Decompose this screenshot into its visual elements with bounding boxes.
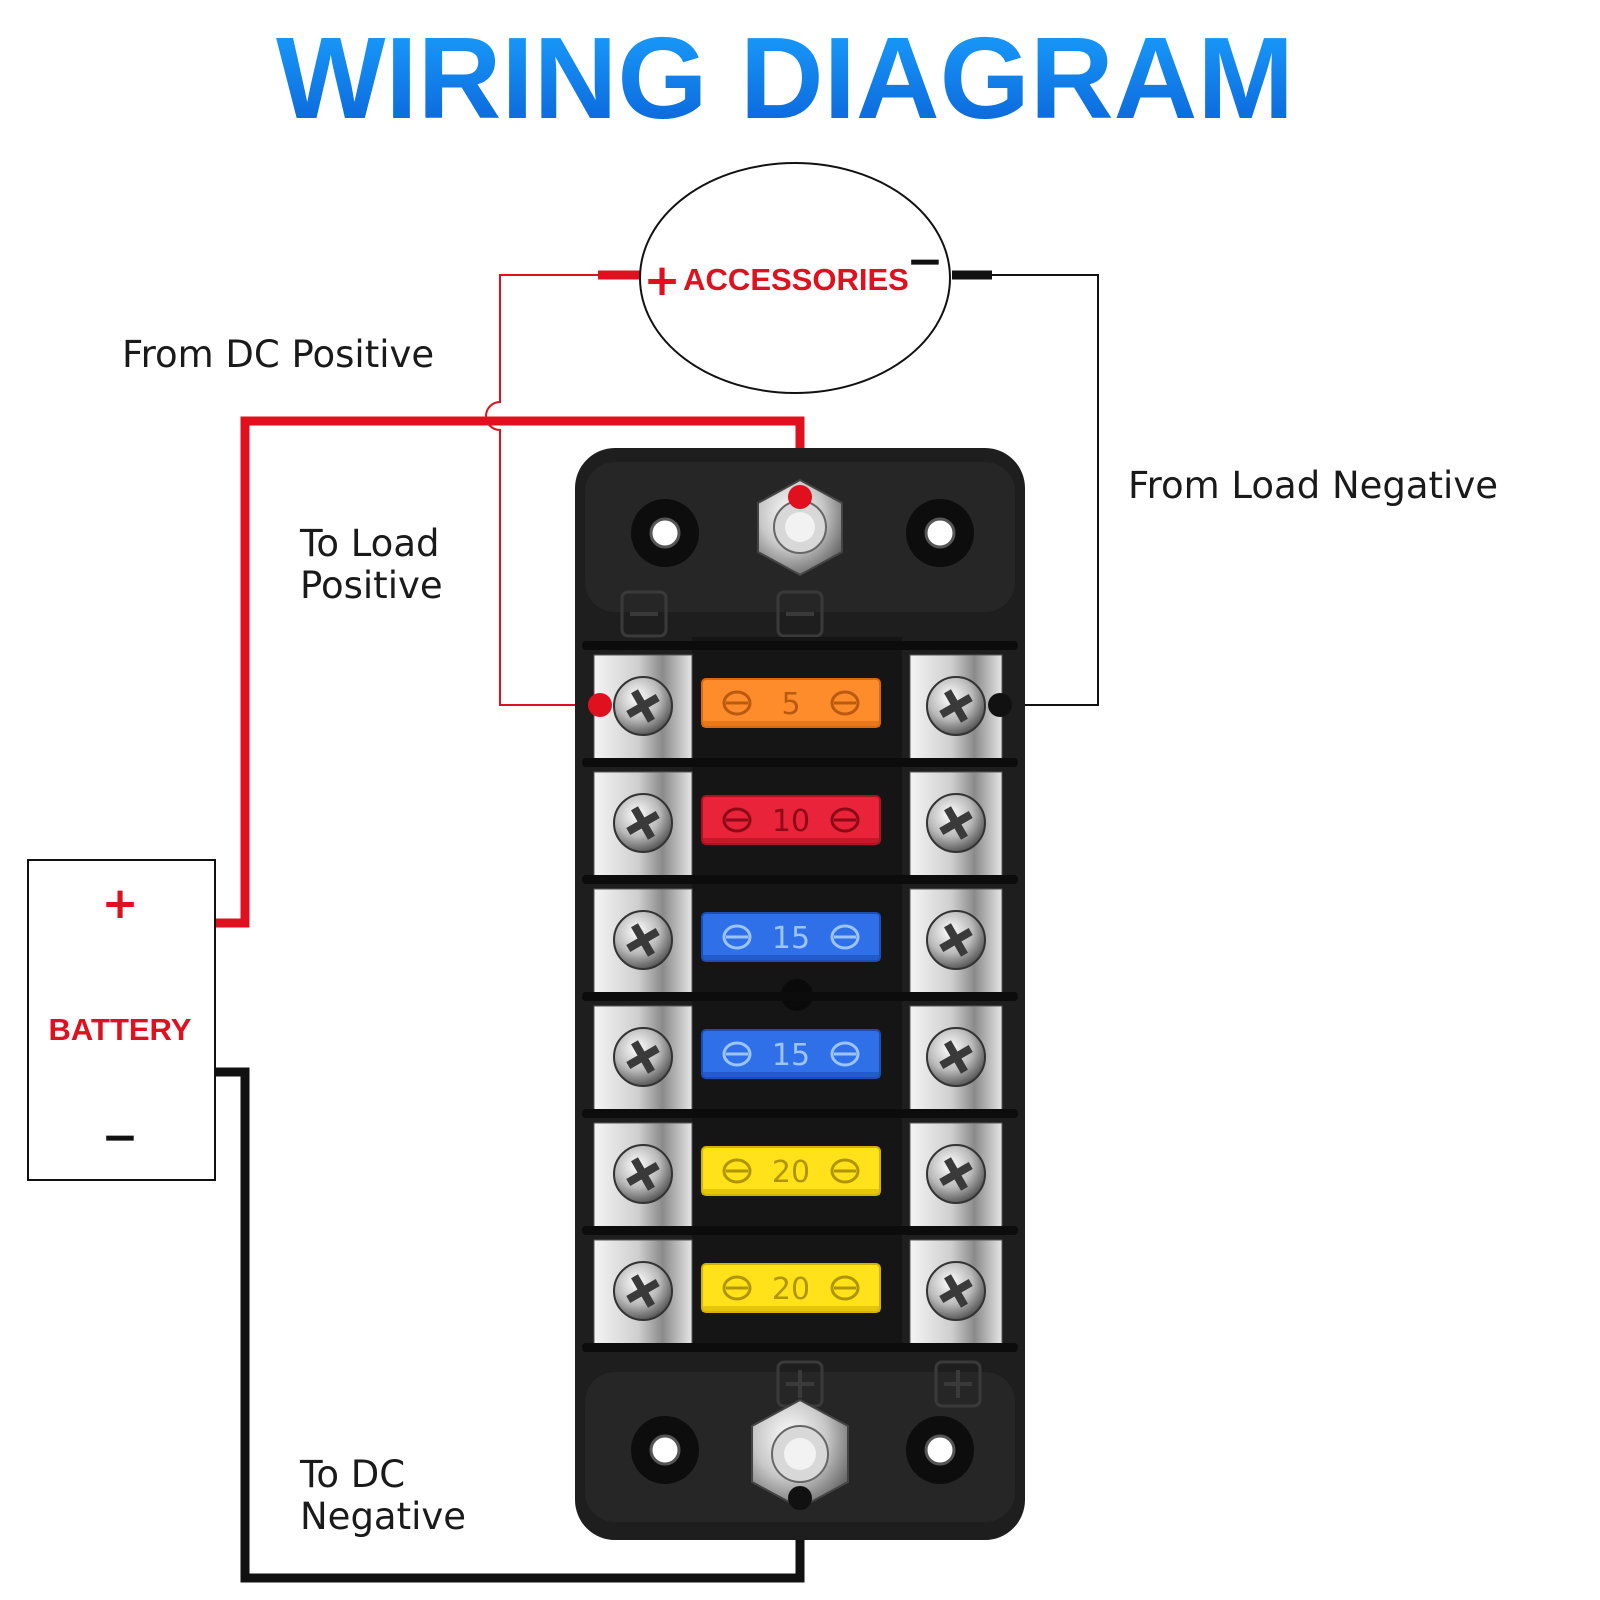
blade-fuse: 10 <box>701 795 881 845</box>
to-load-positive-label-line1: To Load <box>299 522 439 565</box>
terminal-screw <box>613 910 673 970</box>
battery-minus-sign: − <box>102 1112 139 1163</box>
terminal-screw <box>926 910 986 970</box>
blade-fuse: 20 <box>701 1263 881 1313</box>
row-separator <box>582 758 1018 767</box>
load-negative-connection-dot <box>988 693 1012 717</box>
accessories-ellipse <box>639 162 951 394</box>
fuse-row: 20 <box>582 1109 1018 1228</box>
row-separator <box>582 1226 1018 1235</box>
terminal-screw <box>613 1027 673 1087</box>
wires <box>215 270 1099 1583</box>
blade-fuse: 5 <box>701 678 881 728</box>
to-dc-negative-label-line2: Negative <box>300 1495 466 1538</box>
terminal-screw <box>926 1027 986 1087</box>
accessories-load: + ACCESSORIES − <box>639 162 951 394</box>
mounting-hole <box>631 1416 699 1484</box>
accessory-positive-wire <box>485 274 630 706</box>
main-positive-wire <box>215 416 805 928</box>
battery: + BATTERY − <box>27 859 216 1181</box>
terminal-screw <box>613 1144 673 1204</box>
terminal-screw <box>926 1261 986 1321</box>
blade-fuse: 20 <box>701 1146 881 1196</box>
fuse-rating-label: 20 <box>772 1155 810 1190</box>
fuse-rows: 5 10 15 15 20 20 <box>582 641 1018 1352</box>
mounting-hole <box>906 1416 974 1484</box>
terminal-screw <box>926 793 986 853</box>
row-separator <box>582 1109 1018 1118</box>
main-negative-wire <box>215 1067 805 1583</box>
positive-stud-connection-dot <box>788 485 812 509</box>
battery-label: BATTERY <box>49 1012 192 1047</box>
embossed-minus-icon <box>620 590 668 638</box>
negative-bus-stud <box>757 478 843 577</box>
fuse-rating-label: 15 <box>772 1038 810 1073</box>
fuse-row: 15 <box>582 992 1018 1111</box>
from-dc-positive-label: From DC Positive <box>122 333 434 376</box>
terminal-screw <box>926 1144 986 1204</box>
battery-box <box>27 859 216 1181</box>
fuse-row: 20 <box>582 1226 1018 1345</box>
accessory-negative-wire <box>990 274 1099 706</box>
battery-plus-sign: + <box>102 878 139 929</box>
fuse-rating-label: 5 <box>781 687 800 722</box>
fuse-block: 5 10 15 15 20 20 <box>575 448 1025 1540</box>
to-dc-negative-label-line1: To DC <box>299 1453 405 1496</box>
load-positive-connection-dot <box>588 693 612 717</box>
mounting-hole <box>906 499 974 567</box>
terminal-screw <box>926 676 986 736</box>
fuse-rating-label: 10 <box>772 804 810 839</box>
to-load-positive-label-line2: Positive <box>300 564 443 607</box>
negative-stud-connection-dot <box>788 1486 812 1510</box>
terminal-screw <box>613 676 673 736</box>
accessories-minus-sign: − <box>907 236 944 287</box>
terminal-screw <box>613 1261 673 1321</box>
fuse-row: 15 <box>582 875 1018 994</box>
fuse-row: 5 <box>582 641 1018 760</box>
from-load-negative-label: From Load Negative <box>1128 464 1498 507</box>
fuse-rating-label: 20 <box>772 1272 810 1307</box>
accessories-label: ACCESSORIES <box>683 262 909 297</box>
blade-fuse: 15 <box>701 1029 881 1079</box>
accessories-plus-sign: + <box>644 255 681 306</box>
row-separator <box>582 992 1018 1001</box>
row-separator <box>582 641 1018 650</box>
page-title: WIRING DIAGRAM <box>276 13 1294 143</box>
blade-fuse: 15 <box>701 912 881 962</box>
fuse-rating-label: 15 <box>772 921 810 956</box>
embossed-minus-icon <box>776 590 824 638</box>
mounting-hole <box>631 499 699 567</box>
embossed-plus-icon <box>934 1360 982 1408</box>
row-separator <box>582 875 1018 884</box>
terminal-screw <box>613 793 673 853</box>
row-separator <box>582 1343 1018 1352</box>
fuse-row: 10 <box>582 758 1018 877</box>
